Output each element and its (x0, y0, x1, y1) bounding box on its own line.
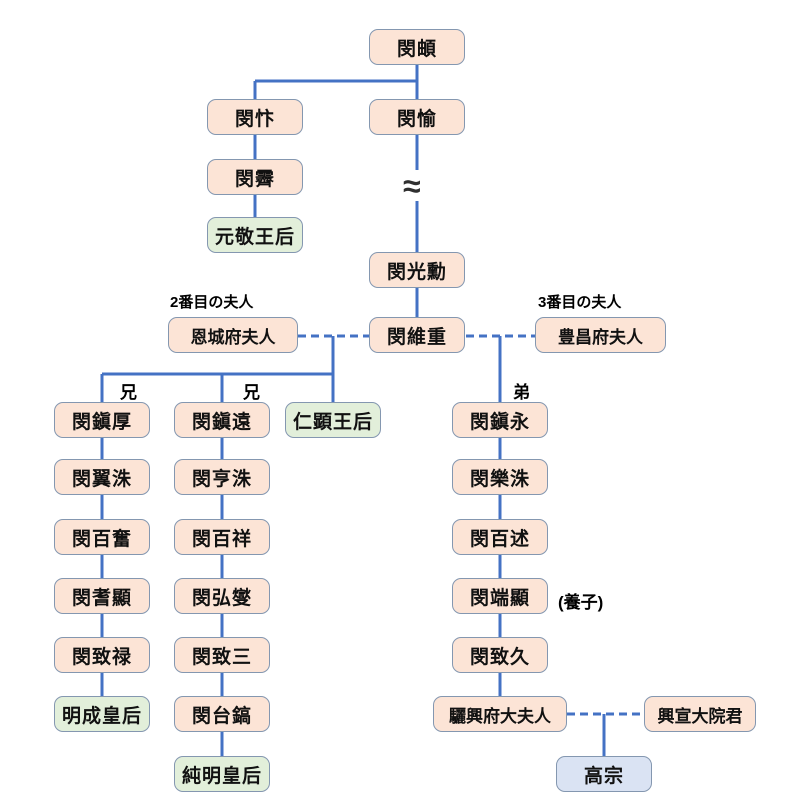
label-adopted-son: (養子) (558, 593, 604, 612)
node-min-baeksang: 閔百祥 (174, 519, 270, 555)
node-queen-wongyeong: 元敬王后 (207, 217, 303, 253)
node-empress-sunmyeong: 純明皇后 (174, 756, 270, 792)
node-empress-myeongseong: 明成皇后 (54, 696, 150, 732)
node-min-baekbun: 閔百奮 (54, 519, 150, 555)
node-min-danhyeon: 閔端顯 (452, 578, 548, 614)
label-elder-brother-2: 兄 (243, 383, 260, 402)
node-min-iksu: 閔翼洙 (54, 459, 150, 495)
generation-break-symbol: ≈ (403, 168, 421, 204)
node-min-gwanghun: 閔光勳 (369, 252, 465, 288)
node-pungchang-bu-buin: 豊昌府夫人 (535, 317, 666, 353)
label-younger-brother: 弟 (513, 383, 530, 402)
node-yeoheung-bu-dae-buin: 驪興府大夫人 (433, 696, 567, 732)
node-emperor-gojong: 高宗 (556, 756, 652, 792)
node-min-jinhu: 閔鎭厚 (54, 402, 150, 438)
node-min-taeho: 閔台鎬 (174, 696, 270, 732)
node-min-jinwon: 閔鎭遠 (174, 402, 270, 438)
node-min-hyeongsu: 閔亨洙 (174, 459, 270, 495)
node-min-byeon: 閔忭 (207, 99, 303, 135)
label-second-wife: 2番目の夫人 (170, 294, 254, 311)
node-heungseon-daewongun: 興宣大院君 (644, 696, 756, 732)
node-eunseong-bu-buin: 恩城府夫人 (168, 317, 298, 353)
node-min-jeok: 閔頔 (369, 29, 465, 65)
node-min-naksu: 閔樂洙 (452, 459, 548, 495)
node-min-yujung: 閔維重 (369, 317, 465, 353)
node-min-jinyeong: 閔鎭永 (452, 402, 548, 438)
node-queen-inhyeon: 仁顕王后 (285, 402, 381, 438)
node-min-baeksul: 閔百述 (452, 519, 548, 555)
label-elder-brother-1: 兄 (120, 383, 137, 402)
node-min-chigu: 閔致久 (452, 637, 548, 673)
node-min-chirok: 閔致禄 (54, 637, 150, 673)
label-third-wife: 3番目の夫人 (538, 294, 622, 311)
node-min-je: 閔霽 (207, 159, 303, 195)
node-min-hongseop: 閔弘燮 (174, 578, 270, 614)
node-min-gihyeon: 閔耆顯 (54, 578, 150, 614)
node-min-chisam: 閔致三 (174, 637, 270, 673)
node-min-yu: 閔愉 (369, 99, 465, 135)
